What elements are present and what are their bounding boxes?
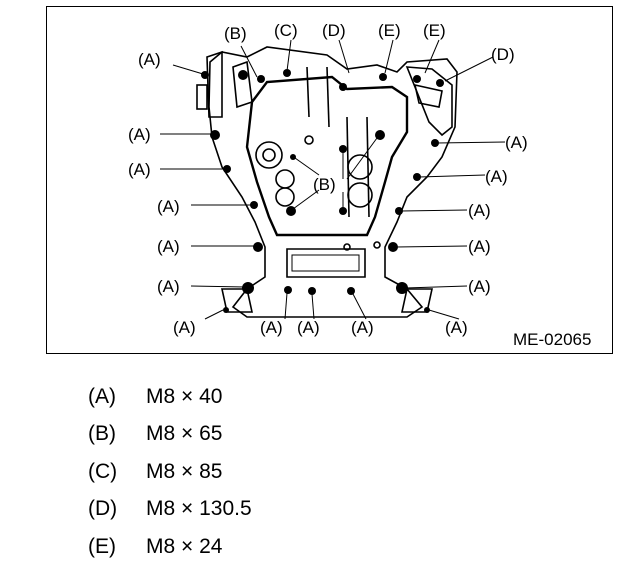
callout-a: (A) (157, 277, 180, 296)
legend-item: (B) M8 × 65 (88, 416, 252, 454)
callout-e: (E) (378, 21, 401, 40)
leader-lines (160, 39, 506, 320)
legend-item: (C) M8 × 85 (88, 453, 252, 491)
callout-b: (B) (313, 175, 336, 194)
callout-a: (A) (485, 167, 508, 186)
legend-key: (E) (88, 534, 116, 558)
callout-a: (A) (297, 318, 320, 337)
legend-key: (A) (88, 384, 116, 408)
legend-key: (C) (88, 459, 118, 483)
callout-a: (A) (351, 318, 374, 337)
callout-a: (A) (128, 125, 151, 144)
legend-item: (A) M8 × 40 (88, 378, 252, 416)
legend-value: M8 × 24 (146, 534, 223, 558)
callout-a: (A) (157, 197, 180, 216)
bolt-legend: (A) M8 × 40 (B) M8 × 65 (C) M8 × 85 (D) … (88, 378, 252, 566)
callout-d: (D) (322, 21, 346, 40)
callout-a: (A) (128, 160, 151, 179)
callout-a: (A) (260, 318, 283, 337)
legend-key: (D) (88, 497, 118, 521)
legend-value: M8 × 40 (146, 384, 223, 408)
legend-value: M8 × 85 (146, 459, 223, 483)
callout-a: (A) (445, 318, 468, 337)
figure-id: ME-02065 (513, 330, 591, 349)
bolt-markers (201, 69, 444, 313)
callout-a: (A) (468, 237, 491, 256)
callout-a: (A) (173, 318, 196, 337)
callout-a: (A) (505, 133, 528, 152)
callout-d: (D) (491, 45, 515, 64)
legend-key: (B) (88, 422, 116, 446)
callout-a: (A) (468, 201, 491, 220)
legend-item: (E) M8 × 24 (88, 528, 252, 566)
legend-value: M8 × 130.5 (146, 497, 252, 521)
legend-value: M8 × 65 (146, 422, 223, 446)
callout-b: (B) (224, 24, 247, 43)
callout-a: (A) (138, 50, 161, 69)
bolt-diagram-frame: (A) (B) (C) (D) (E) (E) (D) (A) (A) (A) … (46, 6, 613, 354)
oil-pan-diagram: (A) (B) (C) (D) (E) (E) (D) (A) (A) (A) … (128, 21, 591, 349)
callout-a: (A) (157, 237, 180, 256)
oil-pan-drawing (196, 46, 458, 318)
callout-c: (C) (274, 21, 298, 40)
callout-labels: (A) (B) (C) (D) (E) (E) (D) (A) (A) (A) … (128, 21, 528, 337)
legend-item: (D) M8 × 130.5 (88, 491, 252, 529)
callout-a: (A) (468, 277, 491, 296)
callout-e: (E) (423, 21, 446, 40)
